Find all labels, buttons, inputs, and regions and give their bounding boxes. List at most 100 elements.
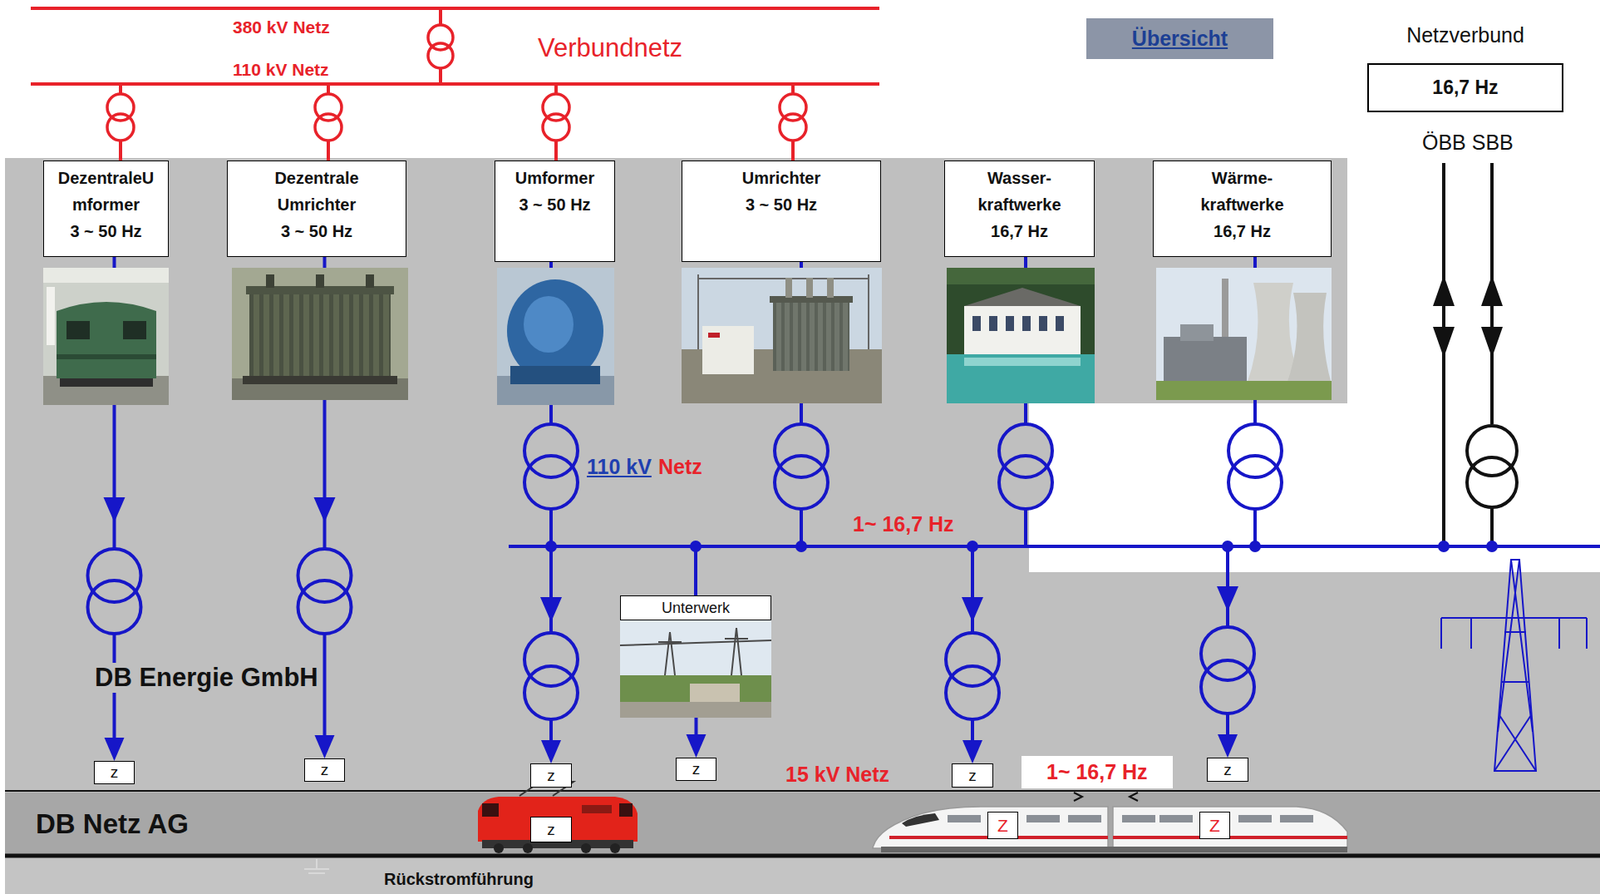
inverter-photo bbox=[249, 292, 391, 376]
static-converter-photo bbox=[785, 277, 793, 298]
hydro-plant-photo bbox=[946, 267, 1095, 285]
background bbox=[4, 157, 1600, 894]
ground-symbol bbox=[304, 858, 330, 873]
transformer-symbol bbox=[524, 455, 578, 509]
rotary-converter-photo bbox=[510, 365, 601, 384]
substation-photo bbox=[689, 683, 740, 702]
substation-box: Unterwerk bbox=[620, 595, 772, 621]
box-detail: 3 ~ 50 Hz bbox=[232, 217, 401, 245]
transformer-symbol bbox=[779, 113, 807, 141]
transformer-symbol bbox=[779, 113, 807, 141]
hydro-plant-photo bbox=[972, 315, 981, 331]
transformer-symbol bbox=[1228, 455, 1282, 509]
converter-photo bbox=[59, 378, 153, 387]
exchange-arrowhead bbox=[1432, 275, 1455, 306]
converter-photo bbox=[43, 375, 169, 405]
background bbox=[4, 792, 1600, 855]
transformer-symbol bbox=[542, 113, 570, 141]
ice-train-drawing bbox=[1112, 806, 1348, 848]
voltage-label: 110 kV bbox=[586, 454, 652, 479]
transformer-symbol bbox=[524, 665, 578, 719]
high-voltage-grid bbox=[30, 8, 880, 161]
overview-button: Übersicht bbox=[1086, 18, 1274, 60]
converter-photo bbox=[66, 320, 90, 340]
impedance-box: z bbox=[951, 763, 994, 788]
impedance-box: z bbox=[530, 763, 572, 788]
railway-busbar bbox=[508, 544, 1600, 548]
inverter-photo bbox=[265, 274, 275, 288]
flow-arrowhead bbox=[1216, 585, 1239, 611]
transformer-symbol bbox=[1467, 425, 1517, 476]
hydro-plant-photo bbox=[1055, 315, 1064, 331]
box-detail: 3 ~ 50 Hz bbox=[687, 191, 876, 218]
locomotive-drawing bbox=[477, 796, 638, 842]
hydro-plant-photo bbox=[989, 315, 998, 331]
box-title: Umformer bbox=[500, 164, 610, 192]
impedance-box: z bbox=[530, 816, 572, 842]
converter-photo bbox=[43, 267, 169, 283]
impedance-box: Z bbox=[987, 811, 1019, 839]
direction-chevron bbox=[1073, 792, 1083, 801]
static-converter-photo bbox=[827, 277, 834, 298]
background bbox=[4, 856, 1600, 894]
voltage-label: 15 kV Netz bbox=[785, 762, 890, 787]
transformer-symbol bbox=[1467, 457, 1517, 508]
transformer-symbol bbox=[298, 580, 352, 634]
operator-label: ÖBB SBB bbox=[1422, 130, 1514, 155]
network-band: DB Netz AG bbox=[4, 793, 1596, 854]
transformer-symbol bbox=[1228, 455, 1282, 509]
ice-train-drawing bbox=[1159, 814, 1193, 823]
flow-arrowhead bbox=[103, 497, 1240, 622]
arrowhead bbox=[541, 739, 562, 764]
box-title: z bbox=[1223, 760, 1232, 779]
substation-photo bbox=[620, 627, 772, 675]
inverter-photo bbox=[231, 267, 409, 400]
substation-photo bbox=[658, 631, 682, 675]
locomotive-drawing bbox=[610, 842, 621, 853]
transformer-symbol bbox=[999, 423, 1053, 478]
transformer-symbol bbox=[107, 113, 134, 141]
arrowhead bbox=[962, 739, 983, 764]
impedance-box: Z bbox=[1199, 811, 1231, 839]
ice-train-drawing bbox=[1122, 814, 1156, 823]
transformer-symbol bbox=[1201, 659, 1255, 714]
ice-train-drawing bbox=[1238, 814, 1272, 823]
static-converter-photo bbox=[708, 332, 720, 338]
transformer-symbol bbox=[88, 580, 142, 634]
source-box: DezentraleU mformer3 ~ 50 Hz bbox=[43, 160, 169, 257]
static-converter-photo bbox=[806, 277, 813, 298]
transformer-symbol bbox=[1467, 457, 1517, 508]
pylon-symbol bbox=[1441, 617, 1587, 649]
transformer-symbol bbox=[774, 423, 828, 478]
junction-dot bbox=[1249, 540, 1261, 552]
thermal-plant-photo bbox=[1180, 324, 1214, 341]
transformer-symbol bbox=[774, 455, 828, 509]
box-title: Dezentrale Umrichter bbox=[250, 164, 384, 218]
transformer-symbol bbox=[315, 113, 342, 141]
locomotive-drawing bbox=[581, 804, 612, 813]
rotary-converter-photo bbox=[497, 267, 615, 405]
box-title: Wasser- kraftwerke bbox=[957, 164, 1083, 218]
ice-train-drawing bbox=[901, 812, 940, 827]
flow-arrowhead bbox=[961, 596, 984, 622]
transformer-symbol bbox=[88, 423, 1518, 719]
junction-dot bbox=[545, 540, 1498, 552]
converter-photo bbox=[43, 267, 169, 405]
arrowhead bbox=[315, 734, 335, 759]
ground-symbol bbox=[304, 867, 330, 870]
hydro-plant-photo bbox=[972, 315, 1064, 331]
box-detail: 16,7 Hz bbox=[1432, 76, 1498, 99]
transformer-symbol bbox=[107, 113, 134, 141]
ice-train-drawing bbox=[1112, 835, 1348, 839]
thermal-plant-photo bbox=[1156, 267, 1332, 400]
box-title: z bbox=[968, 766, 977, 785]
source-box: Dezentrale Umrichter3 ~ 50 Hz bbox=[226, 160, 407, 257]
transformer-symbol bbox=[945, 665, 1000, 719]
inverter-photo bbox=[242, 375, 398, 384]
box-title: DB Netz AG bbox=[35, 807, 189, 840]
frequency-label: 1~ 16,7 Hz bbox=[852, 512, 955, 537]
box-title: z bbox=[110, 763, 119, 782]
impedance-box: z bbox=[675, 757, 717, 781]
railway-busbar bbox=[508, 544, 1600, 548]
